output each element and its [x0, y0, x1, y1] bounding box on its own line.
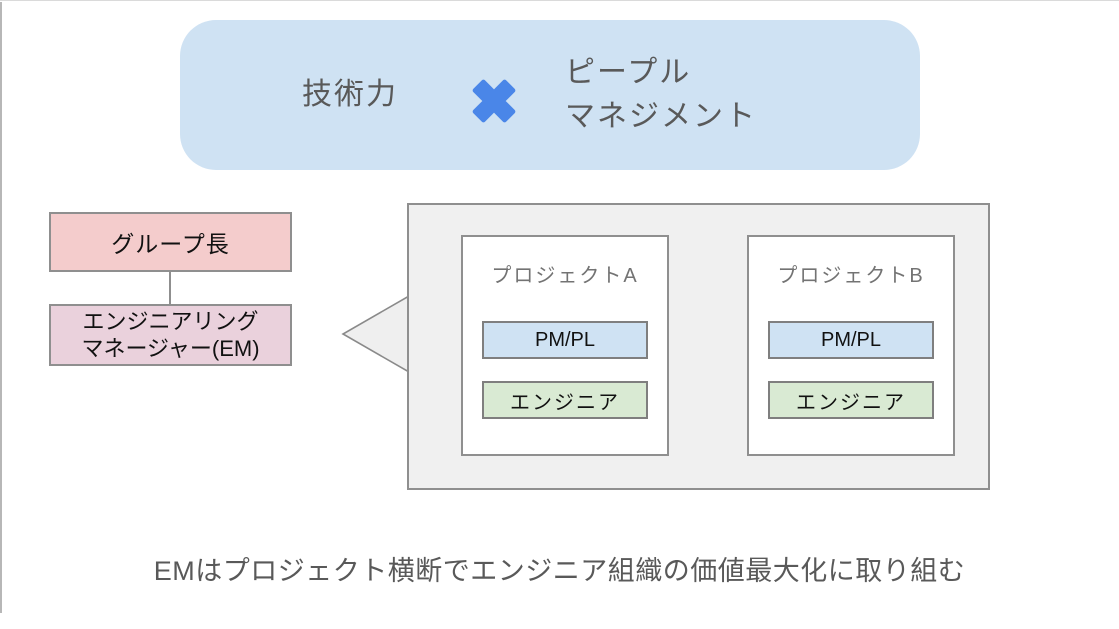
slide-caption: EMはプロジェクト横断でエンジニア組織の価値最大化に取り組む [153, 556, 966, 586]
group-leader-label: グループ長 [111, 231, 230, 257]
project-a-engineer-label: エンジニア [510, 391, 620, 414]
org-chart-connector-line [169, 272, 171, 304]
engineering-manager-box: エンジニアリング マネージャー(EM) [49, 304, 292, 366]
project-b-engineer-label: エンジニア [796, 391, 906, 414]
skills-banner: 技術力 ピープル マネジメント [180, 20, 920, 170]
project-a-title: プロジェクトA [491, 265, 639, 287]
project-b-card: プロジェクトB PM/PL エンジニア [747, 235, 955, 456]
group-leader-box: グループ長 [49, 212, 292, 272]
engineering-manager-label-line1: エンジニアリング [82, 309, 259, 334]
people-management-line1: ピープル [565, 56, 692, 89]
project-b-pm-box: PM/PL [768, 321, 934, 359]
project-b-title: プロジェクトB [777, 265, 925, 287]
projects-panel: プロジェクトA PM/PL エンジニア プロジェクトB PM/PL エンジニア [407, 203, 990, 490]
people-management-label: ピープル マネジメント [565, 51, 757, 139]
project-b-engineer-box: エンジニア [768, 381, 934, 419]
project-a-pm-box: PM/PL [482, 321, 648, 359]
project-a-pm-label: PM/PL [534, 328, 596, 351]
multiply-cross-icon [472, 79, 516, 123]
technical-skill-label: 技術力 [302, 78, 398, 111]
people-management-line2: マネジメント [565, 100, 757, 133]
engineering-manager-label-line2: マネージャー(EM) [81, 336, 260, 361]
slide-top-border [0, 0, 1119, 1]
left-pointing-triangle-connector [341, 294, 410, 374]
project-a-engineer-box: エンジニア [482, 381, 648, 419]
slide-left-border [0, 2, 2, 613]
project-a-card: プロジェクトA PM/PL エンジニア [461, 235, 669, 456]
project-b-pm-label: PM/PL [820, 328, 882, 351]
